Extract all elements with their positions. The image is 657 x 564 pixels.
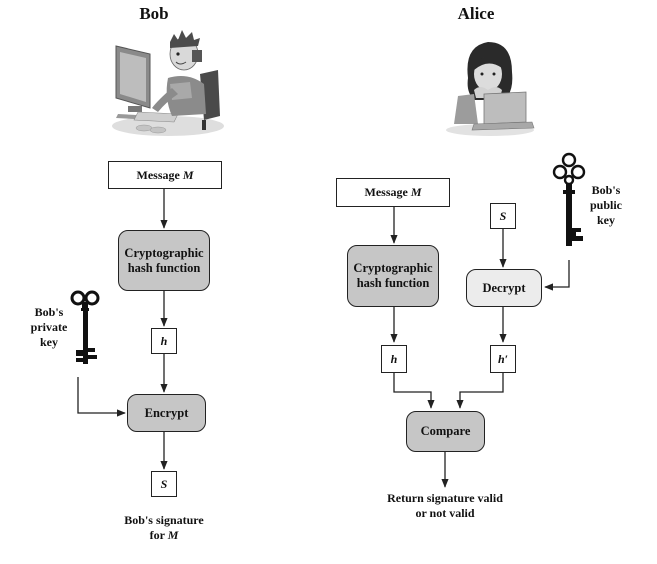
compare-label: Compare: [420, 424, 471, 438]
arrow-hprime-to-compare: [456, 373, 504, 409]
private-key-label: Bob's private key: [30, 305, 68, 349]
alice-signature-box: S: [490, 203, 516, 229]
decrypted-hash-box: h′: [490, 345, 516, 373]
private-key-icon: [70, 290, 100, 364]
bob-hash-function-box: Cryptographic hash function: [118, 230, 210, 291]
bob-signature-value: S: [160, 476, 168, 491]
alice-hash-function-label: Cryptographic hash function: [353, 261, 433, 290]
public-key-icon: [552, 152, 586, 246]
bob-message-label: Message M: [136, 167, 194, 182]
alice-hash-function-box: Cryptographic hash function: [347, 245, 439, 307]
bob-title: Bob: [139, 4, 169, 23]
alice-hash-value-box: h: [381, 345, 407, 373]
arrow-h-to-compare: [393, 373, 435, 409]
arrow-publickey-to-decrypt: [544, 260, 570, 291]
alice-hash-value-label: h: [390, 351, 398, 366]
bob-message-box: Message M: [108, 161, 222, 189]
decrypt-box: Decrypt: [466, 269, 542, 307]
alice-message-label: Message M: [364, 185, 422, 199]
public-key-label: Bob's public key: [589, 183, 622, 227]
encrypt-box: Encrypt: [127, 394, 206, 432]
encrypt-label: Encrypt: [144, 405, 189, 420]
alice-signature-value: S: [499, 208, 507, 223]
bob-hash-value-label: h: [160, 333, 168, 348]
person-with-laptop-icon: [446, 42, 535, 136]
bob-hash-function-label: Cryptographic hash function: [124, 245, 204, 275]
decrypted-hash-label: h′: [497, 351, 509, 366]
compare-box: Compare: [406, 411, 485, 452]
decrypt-label: Decrypt: [482, 280, 526, 295]
person-at-computer-icon: [112, 30, 224, 136]
result-label: Return signature valid or not valid: [387, 491, 503, 520]
alice-title: Alice: [457, 4, 495, 23]
arrow-privatekey-to-encrypt: [77, 377, 126, 417]
bob-hash-value-box: h: [151, 328, 177, 354]
bob-signature-box: S: [151, 471, 177, 497]
bob-signature-label: Bob's signature for M: [124, 513, 204, 542]
alice-message-box: Message M: [336, 178, 450, 207]
